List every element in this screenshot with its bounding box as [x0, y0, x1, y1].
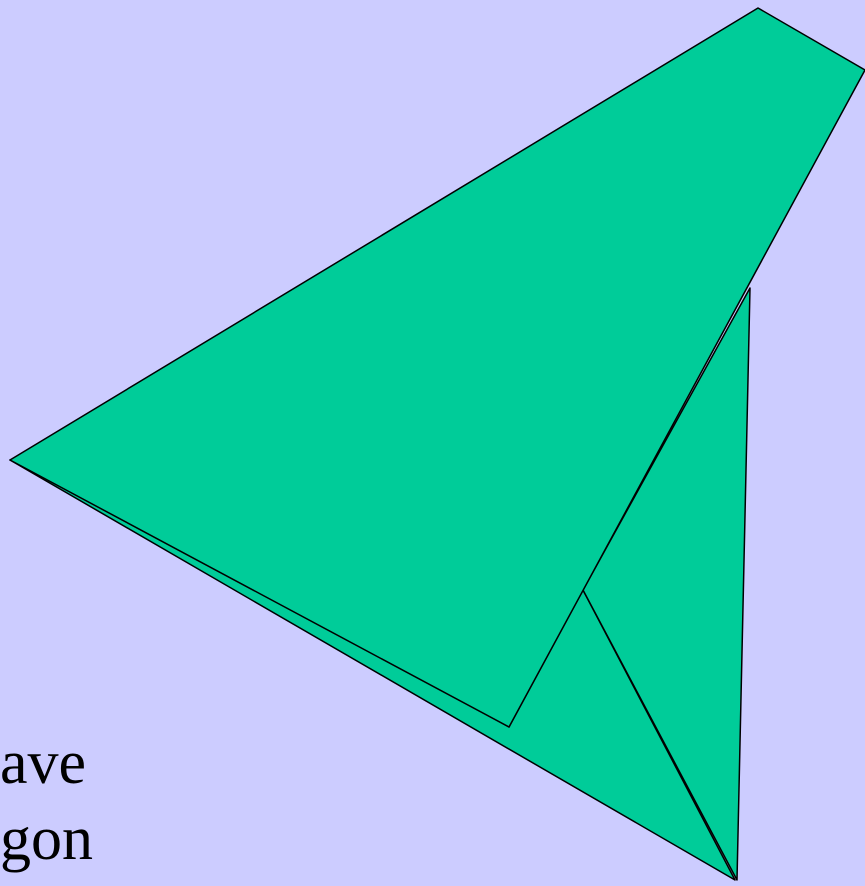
slide-canvas: ave gon	[0, 0, 865, 886]
paper-plane-illustration	[0, 0, 865, 886]
